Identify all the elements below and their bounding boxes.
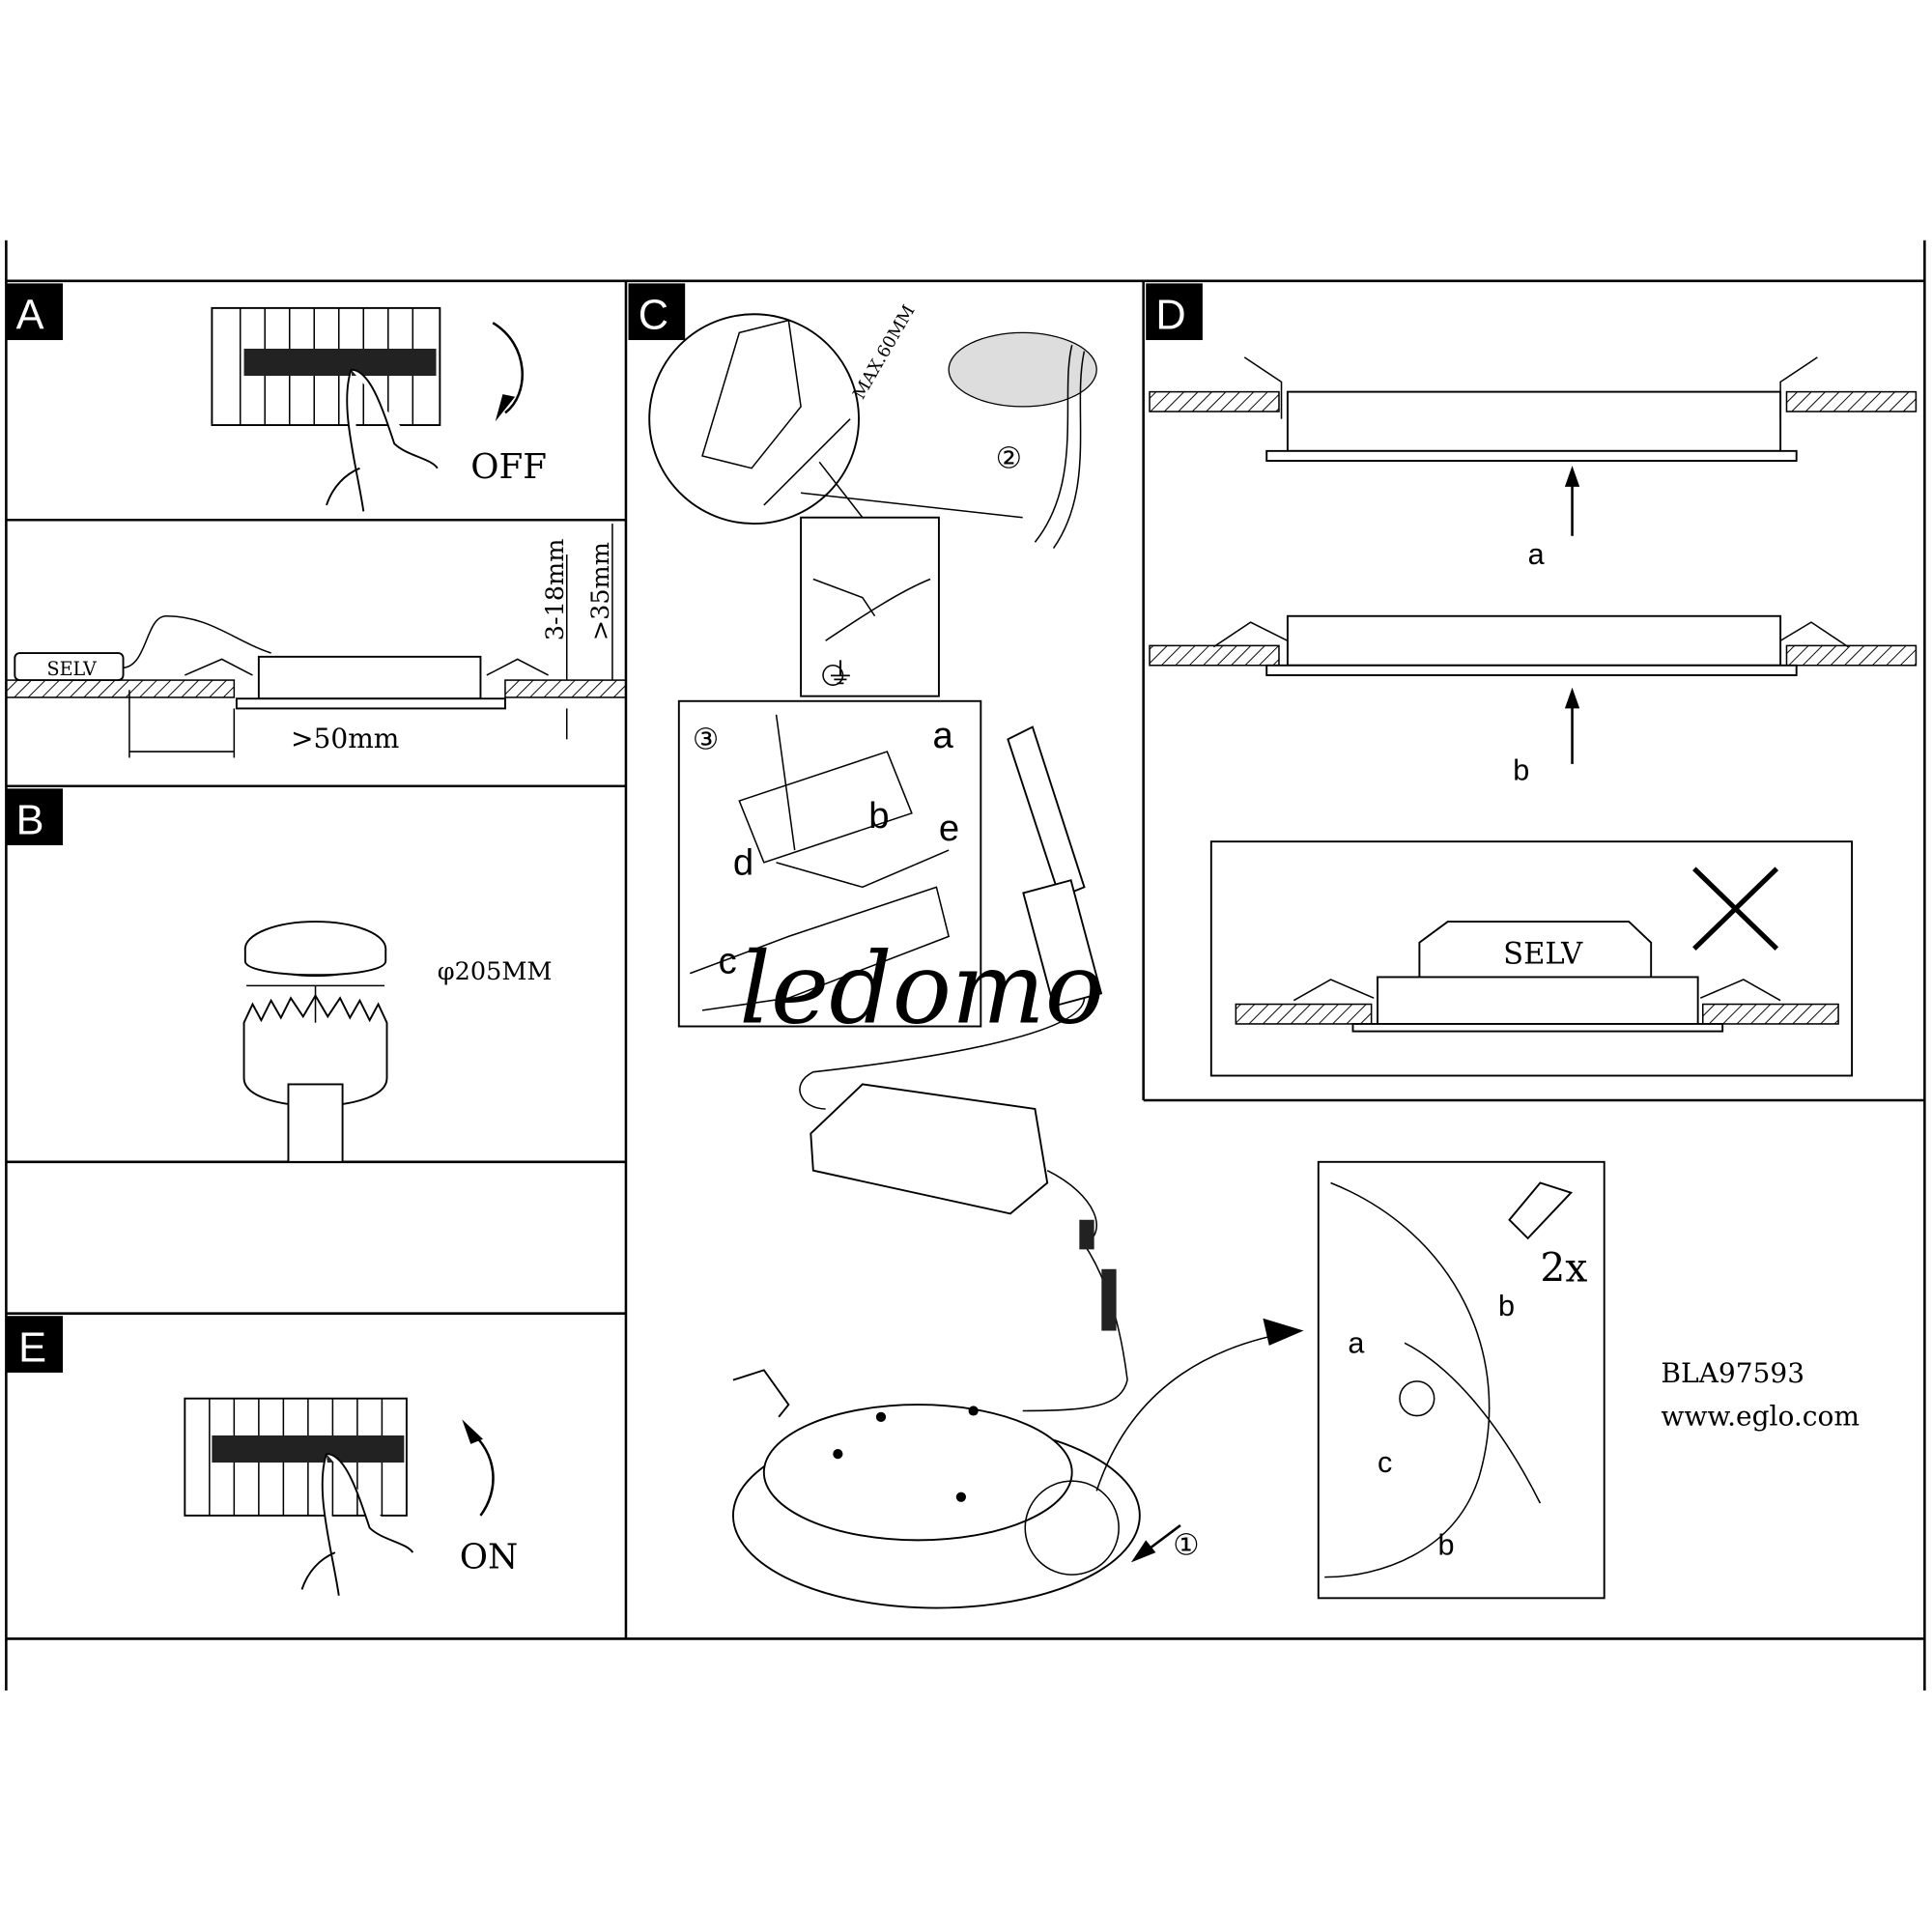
spring-clip-detail (1317, 1160, 1605, 1600)
frame (5, 240, 1926, 1690)
incorrect-install-box (1209, 840, 1854, 1077)
ceiling-thickness-dimension: 3-18mm (541, 539, 570, 641)
svg-text:a: a (933, 715, 954, 756)
ceiling-cross-section: SELV (5, 524, 627, 758)
section-label-c: C (628, 283, 686, 341)
step-a-label: a (1528, 538, 1546, 571)
rotate-off-arrow (492, 322, 524, 414)
cross-icon (1692, 867, 1779, 951)
svg-text:E: E (18, 1324, 46, 1371)
strip-length-dimension: MAX.60MM (849, 301, 920, 403)
section-label-d: D (1146, 283, 1203, 341)
spring-clip-labels: a b c b (1348, 1290, 1515, 1561)
svg-text:B: B (16, 798, 44, 844)
install-step-b (1149, 614, 1918, 764)
terminal-labels: a b c d e (719, 715, 960, 981)
svg-text:⏚: ⏚ (826, 658, 856, 691)
hole-diameter: φ205MM (438, 957, 553, 986)
quantity-label: 2x (1540, 1245, 1587, 1292)
ceiling-cable-illustration (948, 331, 1097, 550)
step-1-marker: ① (1173, 1529, 1199, 1562)
svg-text:c: c (1378, 1446, 1392, 1479)
svg-text:c: c (719, 941, 737, 982)
website: www.eglo.com (1661, 1401, 1860, 1433)
svg-text:a: a (1348, 1327, 1365, 1360)
section-label-b: B (6, 788, 64, 845)
on-label: ON (460, 1538, 519, 1577)
svg-text:SELV: SELV (46, 658, 97, 680)
install-step-a (1149, 356, 1918, 536)
step-2-marker: ② (996, 442, 1022, 475)
svg-text:b: b (868, 795, 889, 837)
hole-saw-illustration (242, 921, 388, 1163)
depth-dimension: >35mm (586, 542, 615, 640)
step-b-label: b (1513, 753, 1529, 786)
svg-text:b: b (1498, 1290, 1515, 1322)
watermark: ledomo (739, 932, 1104, 1047)
model-number: BLA97593 (1661, 1357, 1804, 1389)
tester-and-driver (799, 725, 1128, 1380)
svg-text:C: C (639, 293, 668, 339)
breaker-panel-on (184, 1397, 414, 1596)
selv-driver-label: SELV (1503, 937, 1583, 971)
distance-dimension: >50mm (291, 723, 399, 754)
svg-text:e: e (939, 808, 959, 849)
section-label-a: A (6, 283, 64, 341)
section-label-e: E (6, 1316, 64, 1373)
step-3-marker: ③ (693, 724, 719, 756)
downlight-fixture (731, 1318, 1304, 1609)
off-label: OFF (470, 447, 547, 487)
svg-text:D: D (1155, 293, 1185, 339)
svg-text:d: d (733, 842, 753, 884)
breaker-panel-off (211, 306, 441, 512)
cable-strip-detail (648, 313, 1023, 526)
svg-text:A: A (16, 293, 44, 339)
terminal-block-detail (677, 699, 982, 1028)
wire-stripper-detail: ⏚ (800, 516, 940, 697)
svg-text:b: b (1438, 1529, 1455, 1562)
